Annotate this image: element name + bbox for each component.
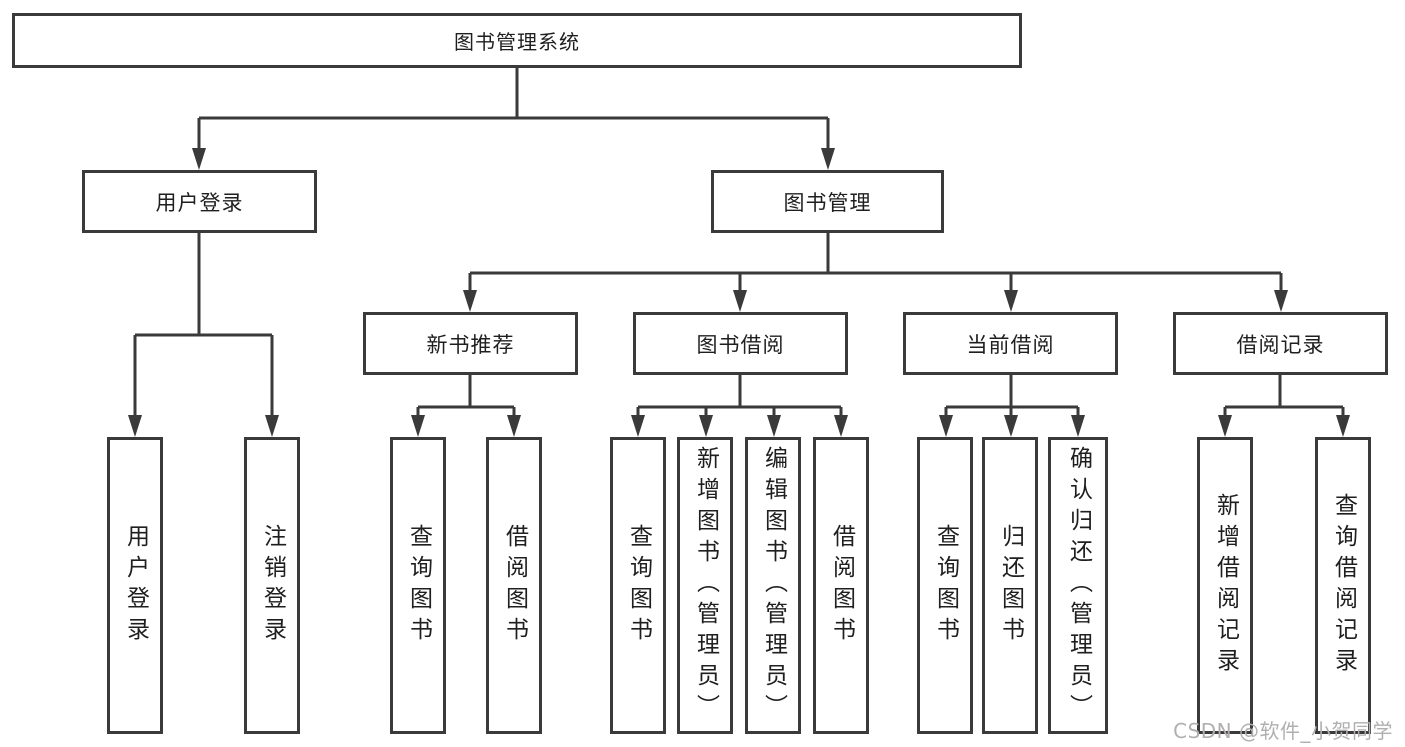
leaf-label: 归还图书 [997, 523, 1024, 648]
node-current-borrowing: 当前借阅 [903, 312, 1118, 375]
leaf-label: 查询图书 [625, 523, 652, 648]
leaf-borrow-books-recommend: 借阅图书 [486, 437, 542, 734]
leaf-label: 注销登录 [259, 523, 286, 648]
arrowheads [128, 148, 1350, 437]
leaf-borrow-books-borrow: 借阅图书 [813, 437, 869, 734]
leaf-query-books-current: 查询图书 [917, 437, 973, 734]
node-new-book-recommend: 新书推荐 [363, 312, 578, 375]
leaf-label: 查询图书 [932, 523, 959, 648]
leaf-label: 借阅图书 [501, 523, 528, 648]
leaf-label: 查询借阅记录 [1330, 492, 1357, 679]
leaf-label: 编辑图书（管理员） [760, 446, 787, 725]
node-label: 借阅记录 [1236, 332, 1325, 357]
node-label: 图书管理系统 [454, 30, 580, 54]
node-label: 新书推荐 [426, 332, 515, 357]
leaf-label: 借阅图书 [828, 523, 855, 648]
leaf-label: 新增图书（管理员） [692, 446, 719, 725]
leaf-label: 新增借阅记录 [1212, 492, 1239, 679]
leaf-query-books-borrow: 查询图书 [610, 437, 666, 734]
node-book-management: 图书管理 [711, 170, 944, 233]
leaf-query-books-recommend: 查询图书 [390, 437, 446, 734]
node-borrowing-records: 借阅记录 [1173, 312, 1388, 375]
leaf-add-book-admin: 新增图书（管理员） [677, 437, 733, 734]
leaf-user-login: 用户登录 [107, 437, 163, 734]
leaf-logout: 注销登录 [244, 437, 300, 734]
node-label: 图书借阅 [696, 332, 785, 357]
node-label: 用户登录 [155, 190, 244, 215]
leaf-edit-book-admin: 编辑图书（管理员） [745, 437, 801, 734]
node-label: 图书管理 [783, 190, 872, 215]
leaf-return-book: 归还图书 [982, 437, 1038, 734]
leaf-confirm-return-admin: 确认归还（管理员） [1048, 437, 1108, 734]
leaf-query-borrow-record: 查询借阅记录 [1315, 437, 1371, 734]
node-book-borrowing: 图书借阅 [633, 312, 848, 375]
leaf-label: 用户登录 [122, 523, 149, 648]
leaf-label: 确认归还（管理员） [1065, 446, 1092, 725]
leaf-add-borrow-record: 新增借阅记录 [1197, 437, 1253, 734]
leaf-label: 查询图书 [405, 523, 432, 648]
node-library-management-system: 图书管理系统 [12, 13, 1022, 68]
node-label: 当前借阅 [966, 332, 1055, 357]
node-user-login: 用户登录 [82, 170, 317, 233]
